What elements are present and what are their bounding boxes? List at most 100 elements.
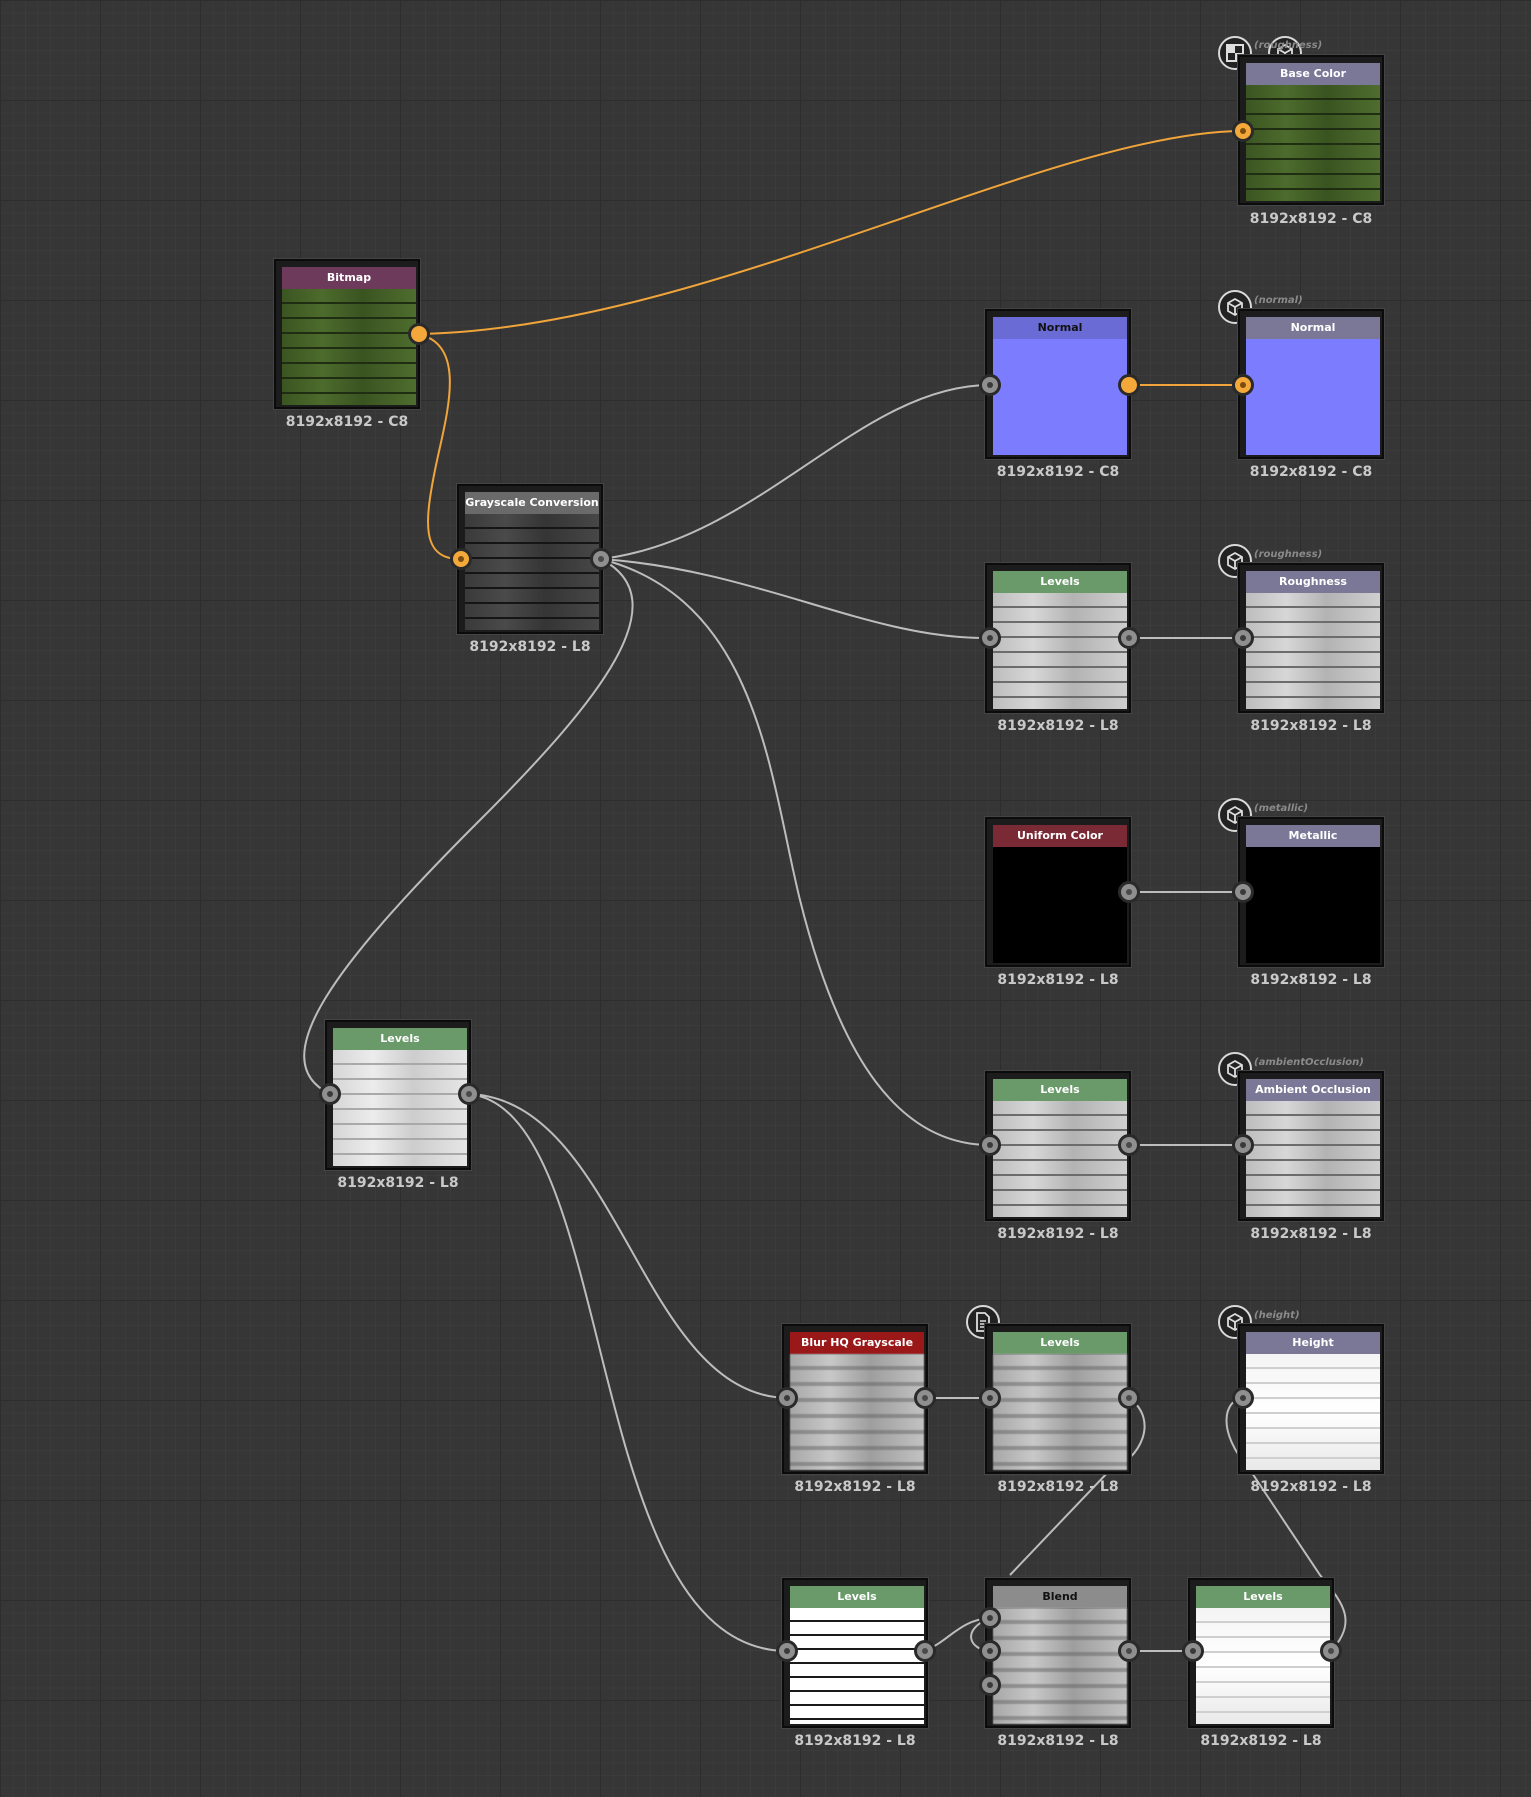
cube-icon[interactable] — [1218, 1052, 1252, 1086]
levels-ao-node[interactable]: Levels — [985, 1071, 1131, 1221]
input-port[interactable] — [1232, 1387, 1254, 1409]
levels-roughness-node[interactable]: Levels — [985, 563, 1131, 713]
node-resolution: 8192x8192 - L8 — [1250, 718, 1372, 734]
levels-final-node[interactable]: Levels — [1188, 1578, 1334, 1728]
input-port[interactable] — [776, 1640, 798, 1662]
input-port-foreground[interactable] — [979, 1607, 1001, 1629]
output-identifier: (ambientOcclusion) — [1254, 1057, 1364, 1068]
blend-node[interactable]: Blend — [985, 1578, 1131, 1728]
output-port[interactable] — [1118, 374, 1140, 396]
node-resolution: 8192x8192 - L8 — [997, 1226, 1119, 1242]
node-title: Levels — [333, 1028, 467, 1050]
node-thumbnail — [993, 339, 1127, 455]
base-color-output-node[interactable]: Base Color — [1238, 55, 1384, 205]
node-title: Metallic — [1246, 825, 1380, 847]
input-port[interactable] — [979, 1387, 1001, 1409]
levels-left-node[interactable]: Levels — [325, 1020, 471, 1170]
node-thumbnail — [993, 847, 1127, 963]
uniform-color-node[interactable]: Uniform Color — [985, 817, 1131, 967]
output-identifier: (metallic) — [1254, 803, 1309, 814]
output-port[interactable] — [1118, 1640, 1140, 1662]
bitmap-node[interactable]: Bitmap — [274, 259, 420, 409]
normal-output-node[interactable]: Normal — [1238, 309, 1384, 459]
output-identifier: (roughness) — [1254, 549, 1323, 560]
levels-blur-node[interactable]: Levels — [985, 1324, 1131, 1474]
node-resolution: 8192x8192 - C8 — [285, 414, 409, 430]
input-port[interactable] — [1232, 1134, 1254, 1156]
node-thumbnail — [333, 1050, 467, 1166]
levels-white-node[interactable]: Levels — [782, 1578, 928, 1728]
output-port[interactable] — [1118, 1387, 1140, 1409]
node-thumbnail — [1246, 1354, 1380, 1470]
output-identifier: (normal) — [1254, 295, 1303, 306]
node-title: Height — [1246, 1332, 1380, 1354]
output-port[interactable] — [1118, 881, 1140, 903]
output-port[interactable] — [1118, 1134, 1140, 1156]
node-thumbnail — [1196, 1608, 1330, 1724]
cube-icon[interactable] — [1218, 798, 1252, 832]
output-port[interactable] — [458, 1083, 480, 1105]
normal-node[interactable]: Normal — [985, 309, 1131, 459]
input-port-background[interactable] — [979, 1640, 1001, 1662]
output-port[interactable] — [1118, 627, 1140, 649]
node-title: Bitmap — [282, 267, 416, 289]
node-resolution: 8192x8192 - L8 — [469, 639, 591, 655]
node-thumbnail — [1246, 339, 1380, 455]
node-thumbnail — [1246, 847, 1380, 963]
grayscale-conversion-node[interactable]: Grayscale Conversion — [457, 484, 603, 634]
node-title: Blur HQ Grayscale — [790, 1332, 924, 1354]
node-title: Ambient Occlusion — [1246, 1079, 1380, 1101]
metallic-output-node[interactable]: Metallic — [1238, 817, 1384, 967]
roughness-output-node[interactable]: Roughness — [1238, 563, 1384, 713]
output-identifier: (roughness) — [1254, 40, 1323, 51]
node-thumbnail — [1246, 593, 1380, 709]
input-port[interactable] — [1232, 627, 1254, 649]
node-title: Levels — [993, 1332, 1127, 1354]
node-resolution: 8192x8192 - L8 — [997, 972, 1119, 988]
output-identifier: (height) — [1254, 1310, 1300, 1321]
node-resolution: 8192x8192 - L8 — [337, 1175, 459, 1191]
node-title: Levels — [790, 1586, 924, 1608]
node-title: Normal — [1246, 317, 1380, 339]
input-port-opacity[interactable] — [979, 1674, 1001, 1696]
node-title: Blend — [993, 1586, 1127, 1608]
input-port[interactable] — [979, 627, 1001, 649]
output-port[interactable] — [1320, 1640, 1342, 1662]
output-port[interactable] — [914, 1640, 936, 1662]
node-resolution: 8192x8192 - L8 — [1250, 1226, 1372, 1242]
node-title: Base Color — [1246, 63, 1380, 85]
node-thumbnail — [1246, 1101, 1380, 1217]
node-resolution: 8192x8192 - L8 — [1200, 1733, 1322, 1749]
input-port[interactable] — [776, 1387, 798, 1409]
output-port[interactable] — [914, 1387, 936, 1409]
input-port[interactable] — [1232, 120, 1254, 142]
node-resolution: 8192x8192 - L8 — [794, 1479, 916, 1495]
input-port[interactable] — [1232, 881, 1254, 903]
node-title: Roughness — [1246, 571, 1380, 593]
node-thumbnail — [282, 289, 416, 405]
input-port[interactable] — [1232, 374, 1254, 396]
output-port[interactable] — [408, 323, 430, 345]
node-thumbnail — [790, 1608, 924, 1724]
cube-icon[interactable] — [1218, 290, 1252, 324]
node-thumbnail — [993, 1354, 1127, 1470]
output-port[interactable] — [590, 548, 612, 570]
node-title: Levels — [993, 1079, 1127, 1101]
node-resolution: 8192x8192 - C8 — [1249, 464, 1373, 480]
node-thumbnail — [465, 514, 599, 630]
input-port[interactable] — [979, 374, 1001, 396]
node-resolution: 8192x8192 - L8 — [997, 1733, 1119, 1749]
node-resolution: 8192x8192 - L8 — [997, 718, 1119, 734]
blur-hq-grayscale-node[interactable]: Blur HQ Grayscale — [782, 1324, 928, 1474]
ambient-occlusion-output-node[interactable]: Ambient Occlusion — [1238, 1071, 1384, 1221]
input-port[interactable] — [1182, 1640, 1204, 1662]
node-thumbnail — [790, 1354, 924, 1470]
node-thumbnail — [993, 1608, 1127, 1724]
node-resolution: 8192x8192 - C8 — [1249, 211, 1373, 227]
input-port[interactable] — [979, 1134, 1001, 1156]
input-port[interactable] — [450, 548, 472, 570]
node-title: Grayscale Conversion — [465, 492, 599, 514]
node-resolution: 8192x8192 - L8 — [794, 1733, 916, 1749]
input-port[interactable] — [319, 1083, 341, 1105]
height-output-node[interactable]: Height — [1238, 1324, 1384, 1474]
